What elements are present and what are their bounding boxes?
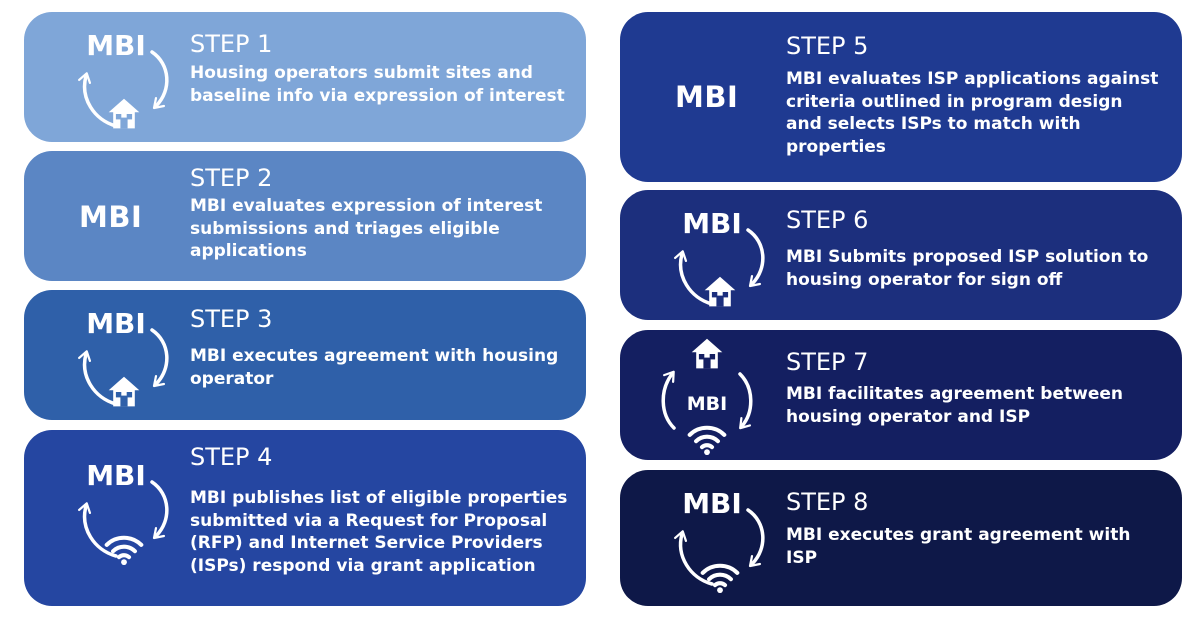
- mbi-label: MBI: [86, 29, 146, 62]
- step-6-card: MBI STEP 6 MBI Submits proposed ISP solu…: [620, 190, 1182, 320]
- step-4-card: MBI STEP 4 MBI publishes list of eligibl…: [24, 430, 586, 606]
- step-5-title: STEP 5: [786, 32, 869, 60]
- mbi-text-icon: MBI: [79, 200, 143, 234]
- step-7-card: MBI STEP 7 MBI facilitates agreement bet…: [620, 330, 1182, 460]
- step-8-title: STEP 8: [786, 488, 869, 516]
- mbi-text-icon: MBI: [675, 80, 739, 114]
- step-8-text: MBI executes grant agreement with ISP: [786, 525, 1131, 568]
- step-7-title: STEP 7: [786, 348, 869, 376]
- step-4-title: STEP 4: [190, 443, 273, 471]
- step-2-card: MBI STEP 2 MBI evaluates expression of i…: [24, 151, 586, 281]
- step-8-card: MBI STEP 8 MBI executes grant agreement …: [620, 470, 1182, 606]
- mbi-label: MBI: [682, 487, 742, 520]
- mbi-cycle-wifi-icon: MBI: [660, 470, 790, 600]
- step-1-title: STEP 1: [190, 30, 273, 58]
- mbi-label: MBI: [687, 393, 727, 415]
- mbi-label: MBI: [86, 459, 146, 492]
- mbi-label: MBI: [682, 207, 742, 240]
- mbi-cycle-wifi-icon: MBI: [64, 442, 194, 572]
- step-2-title: STEP 2: [190, 164, 273, 192]
- step-7-text: MBI facilitates agreement between housin…: [786, 384, 1124, 427]
- mbi-cycle-house-icon: MBI: [660, 190, 790, 320]
- step-5-text: MBI evaluates ISP applications against c…: [786, 69, 1159, 157]
- step-4-text: MBI publishes list of eligible propertie…: [190, 488, 568, 576]
- step-3-text: MBI executes agreement with housing oper…: [190, 346, 559, 389]
- step-3-title: STEP 3: [190, 305, 273, 333]
- step-5-card: MBI STEP 5 MBI evaluates ISP application…: [620, 12, 1182, 182]
- step-6-text: MBI Submits proposed ISP solution to hou…: [786, 247, 1149, 290]
- mbi-cycle-house-icon: MBI: [64, 290, 194, 420]
- step-3-card: MBI STEP 3 MBI executes agreement with h…: [24, 290, 586, 420]
- house-mbi-wifi-cycle-icon: MBI: [640, 330, 770, 460]
- step-6-title: STEP 6: [786, 206, 869, 234]
- mbi-label: MBI: [86, 307, 146, 340]
- step-2-text: MBI evaluates expression of interest sub…: [190, 196, 543, 261]
- step-1-card: MBI STEP 1 Housing operators submit site…: [24, 12, 586, 142]
- mbi-cycle-house-icon: MBI: [64, 12, 194, 142]
- step-1-text: Housing operators submit sites and basel…: [190, 63, 565, 106]
